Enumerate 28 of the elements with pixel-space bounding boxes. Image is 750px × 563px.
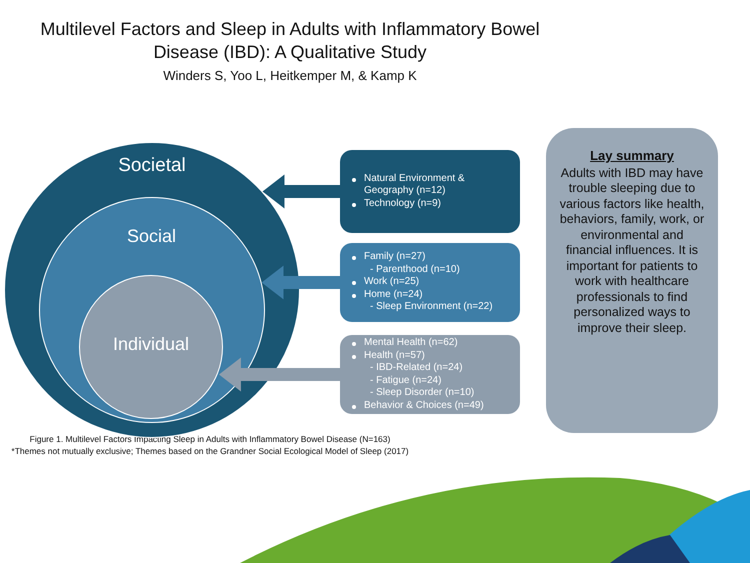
sub-item-text: - Sleep Disorder (n=10) bbox=[370, 387, 474, 398]
bullet-item-text: Work (n=25) bbox=[364, 276, 420, 288]
theme-box bbox=[340, 150, 520, 233]
sub-item-text: - Parenthood (n=10) bbox=[370, 264, 460, 275]
figure-caption: Figure 1. Multilevel Factors Impacting Sleep in Adults with Inflammatory Bowel Disease (N=163) bbox=[28, 434, 392, 444]
bullet-item-text: Natural Environment & Geography (n=12) bbox=[364, 172, 465, 196]
footnote: *Themes not mutually exclusive; Themes based on the Grandner Social Ecological Model of Sleep (2017) bbox=[10, 446, 410, 456]
block-arrow bbox=[262, 174, 340, 208]
block-arrow bbox=[218, 358, 340, 392]
author-list: Winders S, Yoo L, Heitkemper M, & Kamp K bbox=[20, 68, 560, 83]
level-label: Individual bbox=[112, 334, 190, 354]
sub-item-text: - IBD-Related (n=24) bbox=[370, 362, 463, 373]
theme-box bbox=[340, 243, 520, 322]
summary-panel bbox=[546, 128, 718, 433]
sub-item-text: - Sleep Environment (n=22) bbox=[370, 301, 493, 312]
poster-title: Multilevel Factors and Sleep in Adults with Inflammatory Bowel Disease (IBD): A Qualitative Study bbox=[39, 18, 541, 64]
summary-heading: Lay summary bbox=[589, 148, 675, 164]
summary-text: Adults with IBD may have trouble sleeping due to various factors like health, behaviors, family, work, or environmental and financial influences. It is important for patients to work with healthcare professionals to find personalized ways to improve their sleep. bbox=[558, 166, 706, 336]
theme-box bbox=[340, 335, 520, 414]
bullet-item-text: Home (n=24) bbox=[364, 288, 423, 300]
bullet-item-text: Technology (n=9) bbox=[364, 198, 441, 209]
bullet-item-text: Health (n=57) bbox=[364, 350, 425, 360]
bullet-item-text: Mental Health (n=62) bbox=[364, 337, 458, 348]
level-label: Societal bbox=[118, 155, 186, 176]
level-label: Social bbox=[126, 226, 176, 246]
bullet-item-text: Family (n=27) bbox=[364, 251, 426, 262]
sub-item-text: - Fatigue (n=24) bbox=[370, 374, 442, 386]
bullet-item-text: Behavior & Choices (n=49) bbox=[364, 400, 484, 410]
